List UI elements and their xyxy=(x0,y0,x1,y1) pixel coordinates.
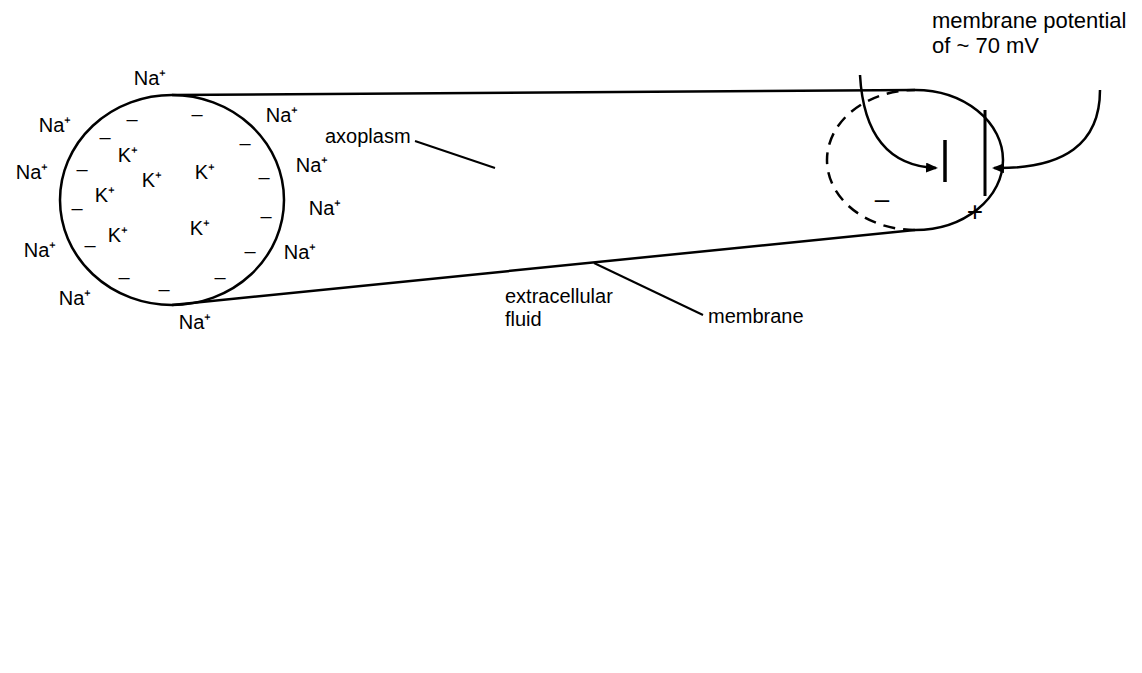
ion-label: K⁺ xyxy=(108,224,128,247)
outer-electrode xyxy=(984,110,987,196)
region-label: extracellular fluid xyxy=(505,285,635,331)
charge-sign: – xyxy=(244,240,255,263)
ion-label: Na⁺ xyxy=(179,311,212,334)
axon-top-edge xyxy=(172,90,915,95)
ion-label: Na⁺ xyxy=(296,154,329,177)
charge-sign: – xyxy=(258,166,269,189)
region-label: axoplasm xyxy=(325,125,411,148)
charge-sign: – xyxy=(214,266,225,289)
part-label: membrane xyxy=(708,305,804,328)
charge-sign: – xyxy=(84,234,95,257)
potential-arrow xyxy=(994,90,1100,168)
charge-sign: – xyxy=(158,278,169,301)
charge-sign: – xyxy=(76,158,87,181)
charge-sign: – xyxy=(71,197,82,220)
ion-label: K⁺ xyxy=(118,144,138,167)
ion-label: Na⁺ xyxy=(16,161,49,184)
charge-sign: – xyxy=(260,205,271,228)
ion-label: Na⁺ xyxy=(39,114,72,137)
charge-sign: – xyxy=(99,126,110,149)
inner-electrode xyxy=(943,140,947,182)
charge-sign: – xyxy=(239,132,250,155)
ion-label: Na⁺ xyxy=(266,104,299,127)
ion-label: K⁺ xyxy=(195,161,215,184)
leader-line xyxy=(415,141,495,168)
charge-sign: – xyxy=(191,103,202,126)
ion-label: Na⁺ xyxy=(59,287,92,310)
charge-sign: – xyxy=(126,108,137,131)
annotation: membrane potential of ~ 70 mV xyxy=(932,8,1132,59)
potential-arrow xyxy=(860,75,936,168)
ion-label: Na⁺ xyxy=(134,67,167,90)
ion-label: K⁺ xyxy=(190,217,210,240)
ion-label: K⁺ xyxy=(142,169,162,192)
charge-sign: – xyxy=(875,185,889,215)
charge-sign: + xyxy=(967,196,983,228)
ion-label: K⁺ xyxy=(95,184,115,207)
charge-sign: – xyxy=(118,266,129,289)
ion-label: Na⁺ xyxy=(24,239,57,262)
axon-cross-section xyxy=(60,95,284,305)
ion-label: Na⁺ xyxy=(284,241,317,264)
ion-label: Na⁺ xyxy=(309,197,342,220)
axon-end-front xyxy=(915,90,1003,230)
